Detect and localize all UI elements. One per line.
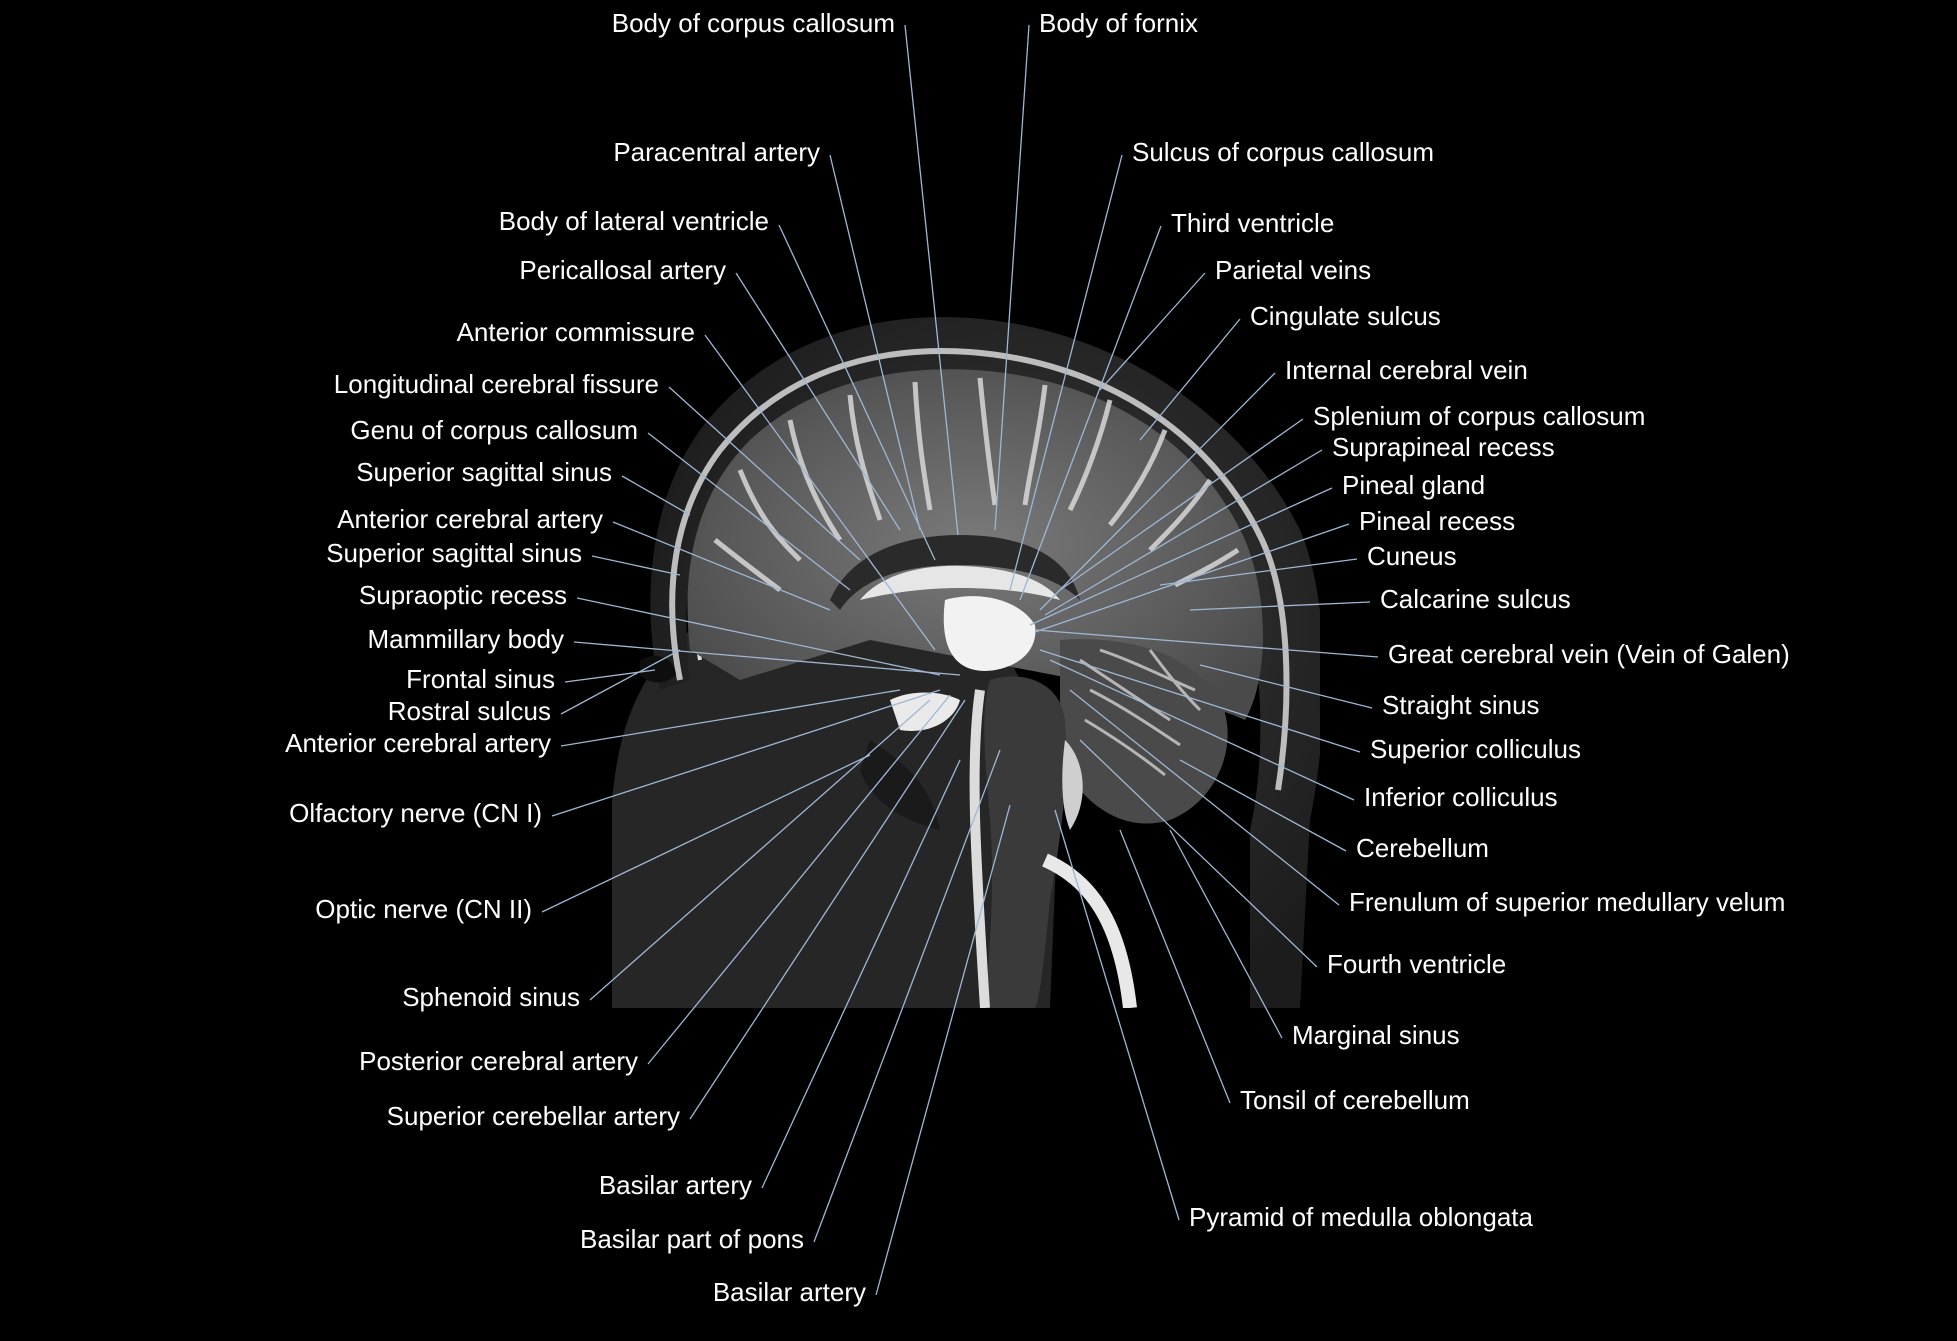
label-splenium-of-corpus-callosum: Splenium of corpus callosum: [1313, 401, 1645, 431]
label-superior-sagittal-sinus: Superior sagittal sinus: [356, 457, 612, 487]
label-superior-colliculus: Superior colliculus: [1370, 734, 1581, 764]
label-paracentral-artery: Paracentral artery: [613, 137, 820, 167]
label-third-ventricle: Third ventricle: [1171, 208, 1334, 238]
leader-line-43: [1119, 829, 1231, 1104]
leader-line-32: [1034, 523, 1350, 633]
label-basilar-artery-2: Basilar artery: [713, 1277, 866, 1307]
leader-line-33: [1159, 558, 1358, 586]
leader-lines: [541, 24, 1379, 1296]
label-fourth-ventricle: Fourth ventricle: [1327, 949, 1506, 979]
label-sphenoid-sinus: Sphenoid sinus: [402, 982, 580, 1012]
leader-line-41: [1079, 739, 1318, 968]
label-longitudinal-cerebral-fissure: Longitudinal cerebral fissure: [334, 369, 659, 399]
leader-line-15: [551, 689, 941, 817]
leader-line-9: [591, 555, 681, 576]
leader-line-7: [621, 475, 691, 516]
leader-line-36: [1199, 664, 1373, 709]
label-superior-sagittal-sinus-2: Superior sagittal sinus: [326, 538, 582, 568]
leader-line-35: [1034, 629, 1379, 658]
mri-sagittal-image: [612, 317, 1320, 1008]
label-pineal-recess: Pineal recess: [1359, 506, 1515, 536]
leader-line-26: [1099, 272, 1206, 391]
label-optic-nerve: Optic nerve (CN II): [315, 894, 532, 924]
anatomy-labels: Body of corpus callosum Paracentral arte…: [285, 8, 1790, 1307]
leader-line-4: [704, 334, 936, 651]
label-pericallosal-artery: Pericallosal artery: [519, 255, 726, 285]
label-pyramid-of-medulla-oblongata: Pyramid of medulla oblongata: [1189, 1202, 1534, 1232]
leader-line-20: [761, 759, 961, 1189]
label-supraoptic-recess: Supraoptic recess: [359, 580, 567, 610]
leader-line-23: [994, 24, 1030, 531]
label-great-cerebral-vein: Great cerebral vein (Vein of Galen): [1388, 639, 1790, 669]
label-posterior-cerebral-artery: Posterior cerebral artery: [359, 1046, 638, 1076]
label-pineal-gland: Pineal gland: [1342, 470, 1485, 500]
leader-line-34: [1189, 601, 1371, 611]
label-superior-cerebellar-artery: Superior cerebellar artery: [387, 1101, 680, 1131]
leader-line-22: [875, 804, 1011, 1296]
label-cerebellum: Cerebellum: [1356, 833, 1489, 863]
label-cingulate-sulcus: Cingulate sulcus: [1250, 301, 1441, 331]
label-inferior-colliculus: Inferior colliculus: [1364, 782, 1558, 812]
leader-line-10: [576, 597, 941, 676]
leader-line-31: [1029, 487, 1333, 626]
leader-line-17: [589, 699, 931, 1001]
leader-line-3: [735, 272, 901, 531]
leader-line-28: [1039, 372, 1276, 611]
leader-line-5: [668, 386, 861, 561]
label-olfactory-nerve: Olfactory nerve (CN I): [289, 798, 542, 828]
label-basilar-artery: Basilar artery: [599, 1170, 752, 1200]
label-rostral-sulcus: Rostral sulcus: [388, 696, 551, 726]
leader-line-13: [560, 649, 681, 715]
label-calcarine-sulcus: Calcarine sulcus: [1380, 584, 1571, 614]
label-anterior-cerebral-artery-2: Anterior cerebral artery: [285, 728, 551, 758]
label-anterior-cerebral-artery: Anterior cerebral artery: [337, 504, 603, 534]
leader-line-42: [1169, 829, 1283, 1039]
leader-line-44: [1054, 809, 1180, 1221]
label-cuneus: Cuneus: [1367, 541, 1457, 571]
label-frontal-sinus: Frontal sinus: [406, 664, 555, 694]
label-basilar-part-of-pons: Basilar part of pons: [580, 1224, 804, 1254]
leader-line-40: [1069, 689, 1340, 906]
label-sulcus-of-corpus-callosum: Sulcus of corpus callosum: [1132, 137, 1434, 167]
leader-line-27: [1139, 318, 1241, 441]
label-parietal-veins: Parietal veins: [1215, 255, 1371, 285]
leader-line-8: [612, 521, 831, 611]
label-internal-cerebral-vein: Internal cerebral vein: [1285, 355, 1528, 385]
label-mammillary-body: Mammillary body: [368, 624, 565, 654]
label-marginal-sinus: Marginal sinus: [1292, 1020, 1460, 1050]
leader-line-2: [778, 224, 936, 561]
leader-line-11: [573, 641, 961, 676]
leader-line-0: [904, 24, 959, 536]
leader-line-1: [829, 154, 921, 531]
label-suprapineal-recess: Suprapineal recess: [1332, 432, 1555, 462]
label-body-of-lateral-ventricle: Body of lateral ventricle: [499, 206, 769, 236]
leader-line-24: [1009, 154, 1123, 591]
label-tonsil-of-cerebellum: Tonsil of cerebellum: [1240, 1085, 1470, 1115]
leader-line-29: [1059, 418, 1304, 591]
leader-line-6: [647, 432, 851, 591]
label-body-of-corpus-callosum: Body of corpus callosum: [612, 8, 895, 38]
label-frenulum-of-superior-medullary-velum: Frenulum of superior medullary velum: [1349, 887, 1785, 917]
leader-line-21: [813, 749, 1001, 1243]
leader-line-16: [541, 754, 871, 913]
leader-line-39: [1179, 759, 1347, 852]
leader-line-25: [1019, 225, 1162, 601]
leader-line-18: [647, 694, 951, 1065]
leader-line-38: [1049, 659, 1355, 801]
leader-line-19: [689, 699, 966, 1120]
label-body-of-fornix: Body of fornix: [1039, 8, 1198, 38]
label-anterior-commissure: Anterior commissure: [457, 317, 695, 347]
leader-line-37: [1039, 649, 1361, 753]
leader-line-14: [560, 689, 901, 747]
leader-line-30: [1044, 449, 1323, 616]
label-straight-sinus: Straight sinus: [1382, 690, 1540, 720]
label-genu-of-corpus-callosum: Genu of corpus callosum: [350, 415, 638, 445]
